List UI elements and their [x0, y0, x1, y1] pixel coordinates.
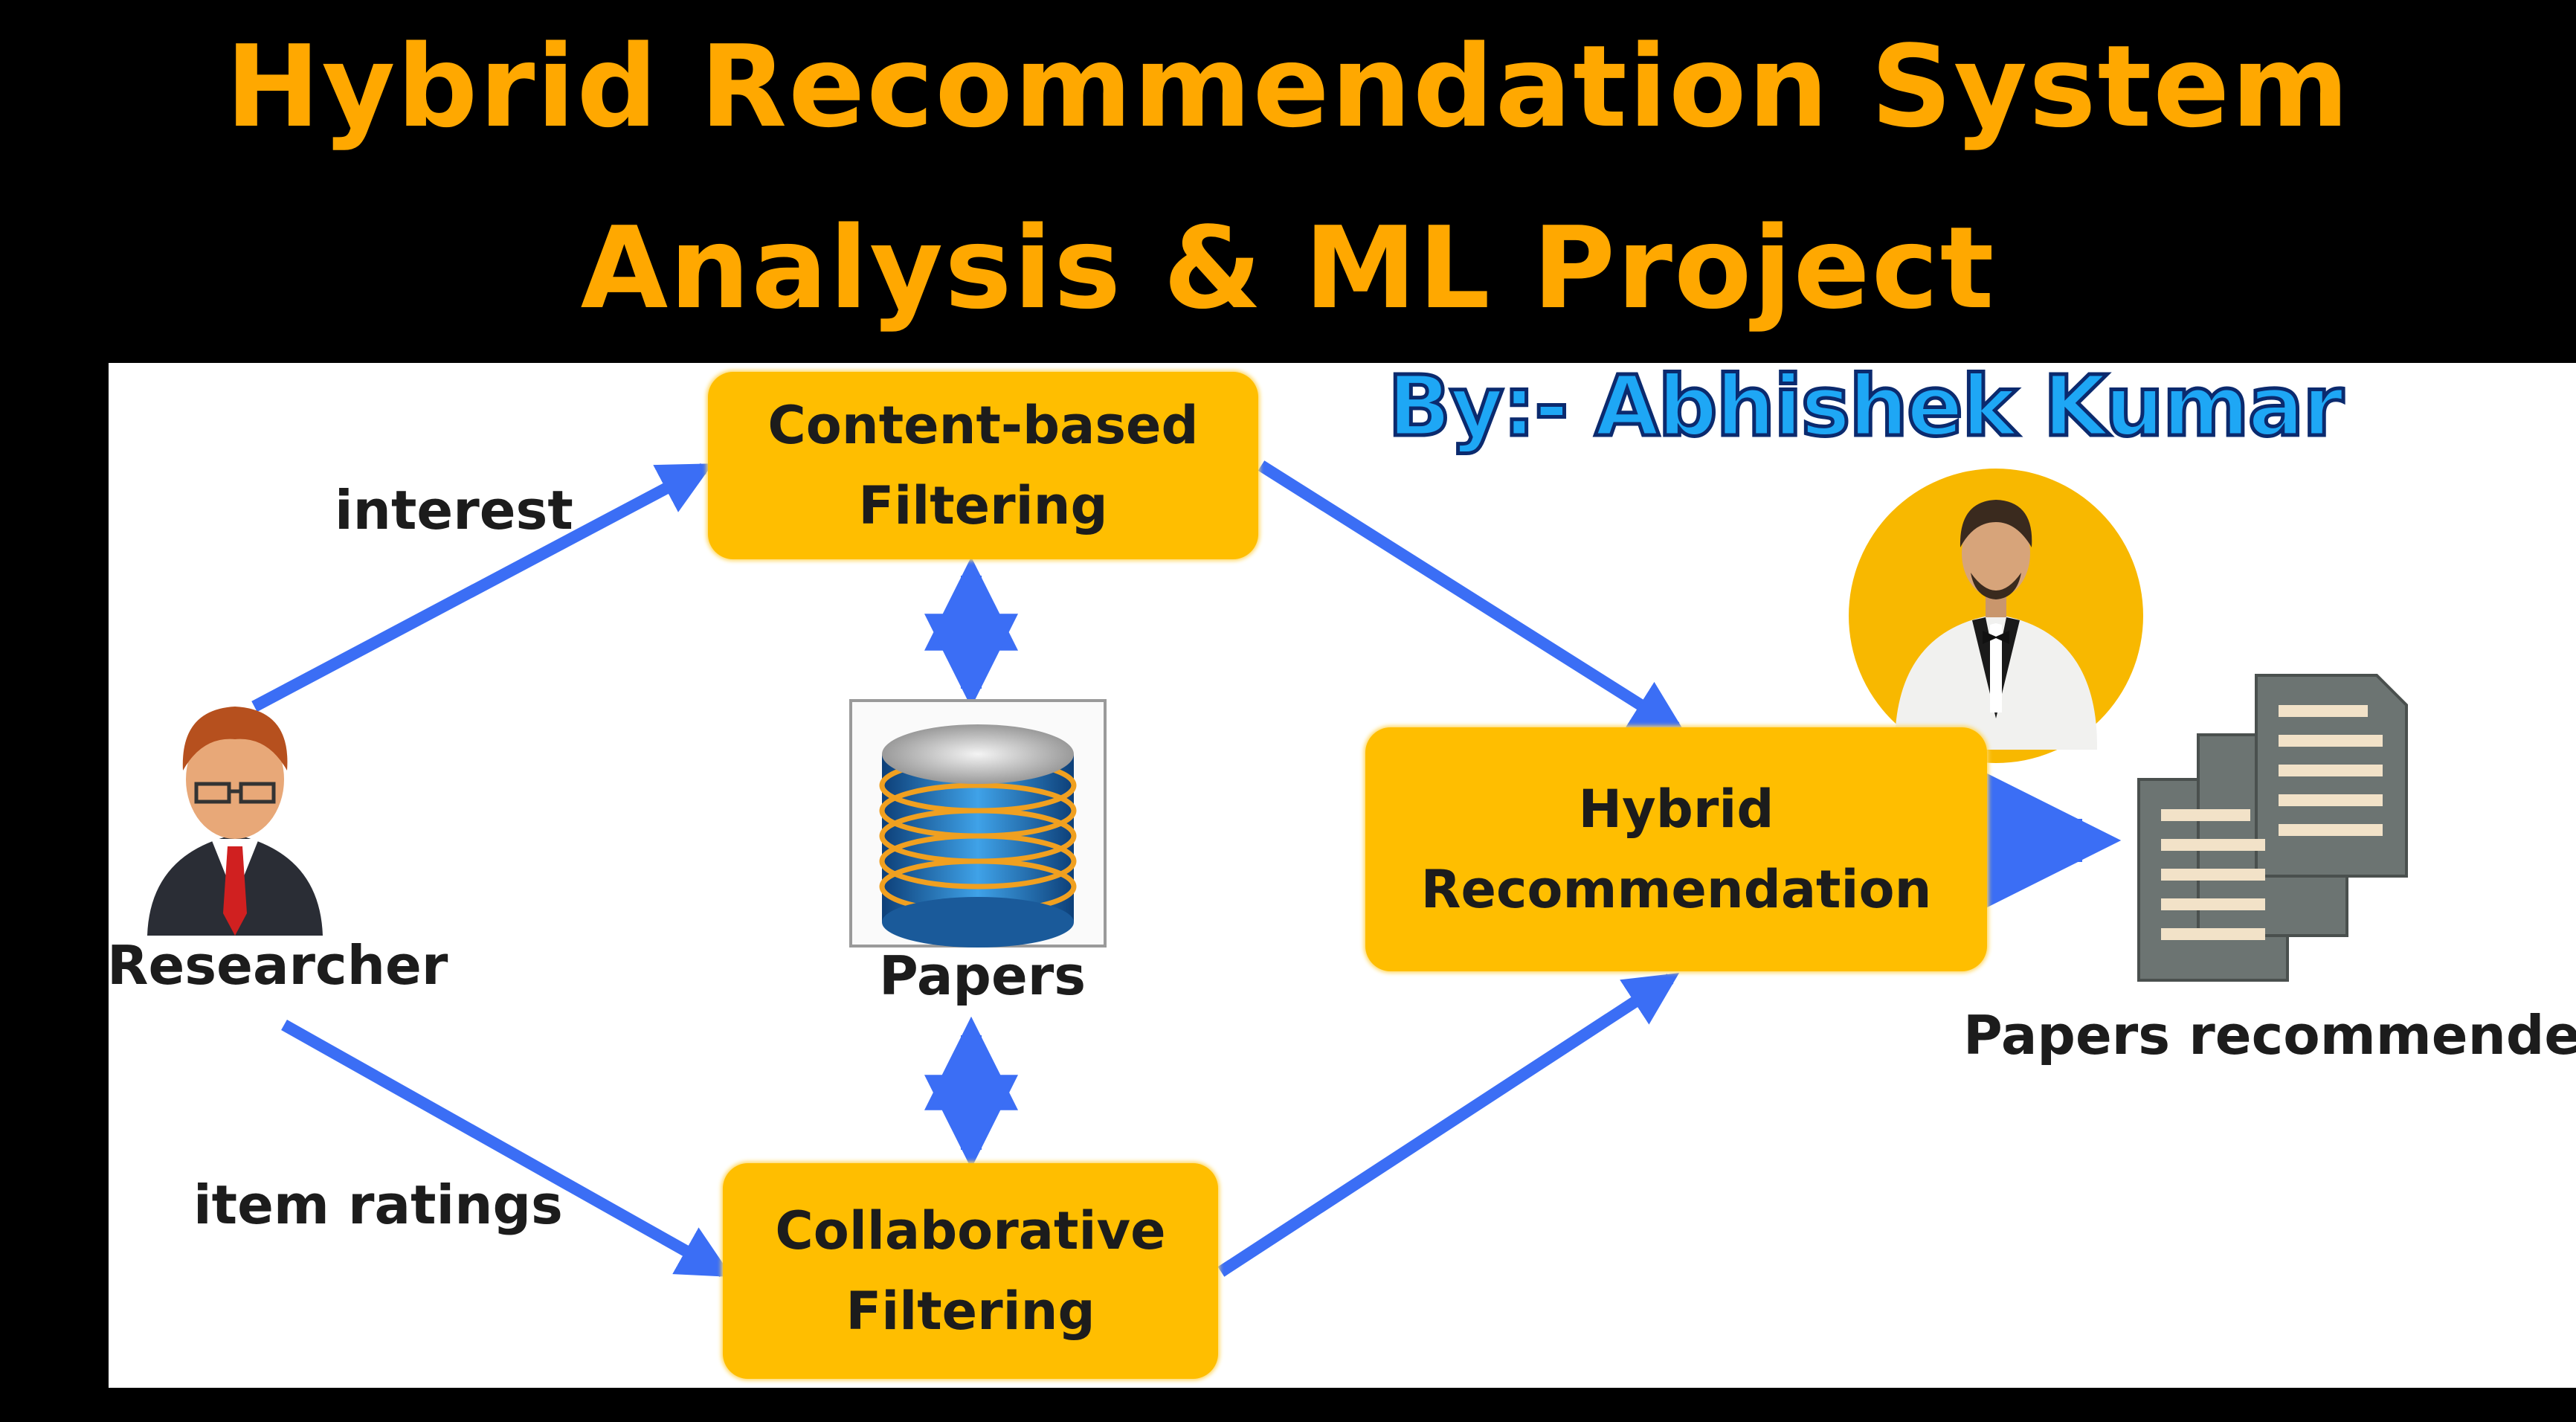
- arrow-collab-to-hybrid: [1217, 973, 1680, 1277]
- author-name: By:- Abhishek Kumar: [1386, 357, 2346, 457]
- author-avatar: [1849, 469, 2143, 763]
- researcher-label: Researcher: [109, 934, 448, 997]
- title-line-1: Hybrid Recommendation System: [225, 21, 2351, 152]
- documents-icon: [2137, 674, 2408, 982]
- diagram-canvas: [147, 460, 2408, 1278]
- arrow-content-to-hybrid: [1258, 460, 1686, 733]
- title-line-2: Analysis & ML Project: [580, 202, 1996, 334]
- interest-label: interest: [335, 479, 573, 541]
- researcher-icon: [147, 707, 323, 936]
- diagram-panel: Content-based Filtering Collaborative Fi…: [109, 363, 2576, 1388]
- item-ratings-label: item ratings: [193, 1174, 563, 1236]
- papers-recommended-label: Papers recommended: [1963, 1004, 2576, 1066]
- papers-label: Papers: [879, 945, 1086, 1007]
- arrow-interest: [251, 463, 713, 712]
- database-icon: [849, 699, 1107, 948]
- arrow-item-ratings: [281, 1020, 732, 1278]
- collaborative-filtering-node: Collaborative Filtering: [723, 1163, 1218, 1379]
- content-based-filtering-node: Content-based Filtering: [708, 372, 1258, 559]
- hybrid-recommendation-node: Hybrid Recommendation: [1365, 727, 1987, 971]
